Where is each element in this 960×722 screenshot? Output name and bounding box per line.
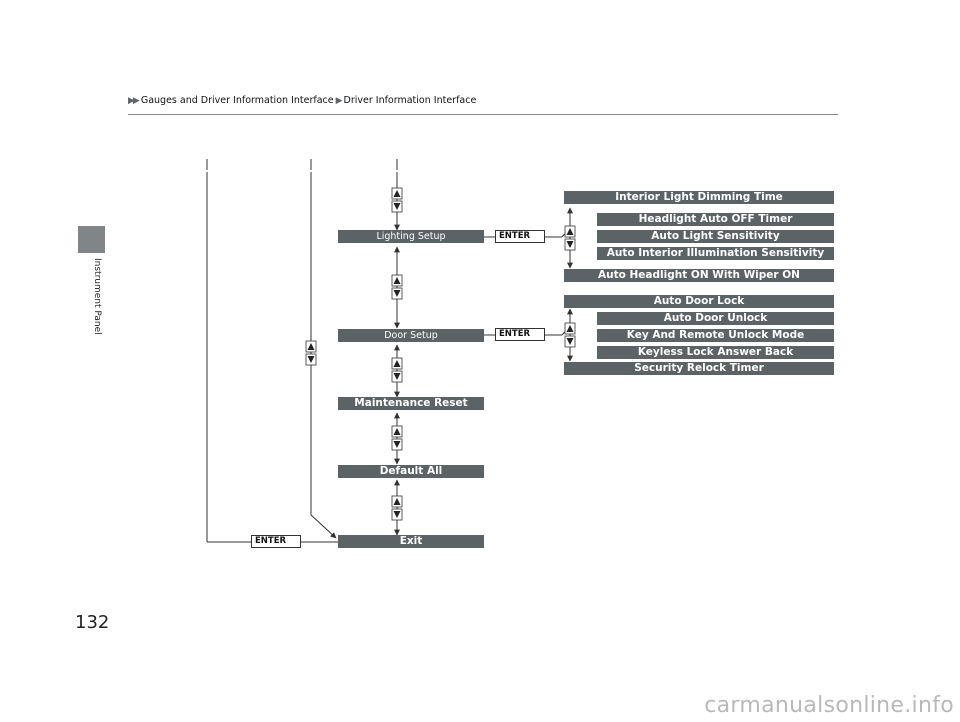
section-tab — [78, 226, 105, 253]
section-label: Instrument Panel — [92, 258, 102, 335]
door-item[interactable]: Keyless Lock Answer Back — [597, 346, 834, 359]
menu-lighting-setup[interactable]: Lighting Setup — [338, 230, 484, 243]
menu-default-all[interactable]: Default All — [338, 465, 484, 478]
door-item[interactable]: Security Relock Timer — [564, 362, 834, 375]
lighting-item[interactable]: Headlight Auto OFF Timer — [597, 213, 834, 226]
menu-maintenance-reset[interactable]: Maintenance Reset — [338, 397, 484, 410]
enter-button[interactable]: ENTER — [251, 535, 301, 548]
door-item[interactable]: Key And Remote Unlock Mode — [597, 329, 834, 342]
lighting-item[interactable]: Auto Light Sensitivity — [597, 230, 834, 243]
breadcrumb-arrow-icon: ▶ — [335, 95, 343, 106]
breadcrumb-page: Driver Information Interface — [343, 95, 477, 106]
enter-button[interactable]: ENTER — [495, 230, 545, 243]
watermark: carmanualsonline.info — [704, 693, 954, 718]
breadcrumb: ▶▶ Gauges and Driver Information Interfa… — [128, 95, 476, 106]
menu-exit[interactable]: Exit — [338, 535, 484, 548]
menu-door-setup[interactable]: Door Setup — [338, 329, 484, 342]
header-rule — [128, 114, 838, 115]
lighting-item[interactable]: Auto Interior Illumination Sensitivity — [597, 247, 834, 260]
door-item[interactable]: Auto Door Unlock — [597, 312, 834, 325]
breadcrumb-section: Gauges and Driver Information Interface — [140, 95, 334, 106]
door-item[interactable]: Auto Door Lock — [564, 295, 834, 308]
lighting-item[interactable]: Interior Light Dimming Time — [564, 191, 834, 204]
breadcrumb-arrow-icon: ▶▶ — [128, 95, 140, 106]
enter-button[interactable]: ENTER — [495, 328, 545, 341]
lighting-item[interactable]: Auto Headlight ON With Wiper ON — [564, 269, 834, 282]
page-number: 132 — [75, 612, 110, 633]
